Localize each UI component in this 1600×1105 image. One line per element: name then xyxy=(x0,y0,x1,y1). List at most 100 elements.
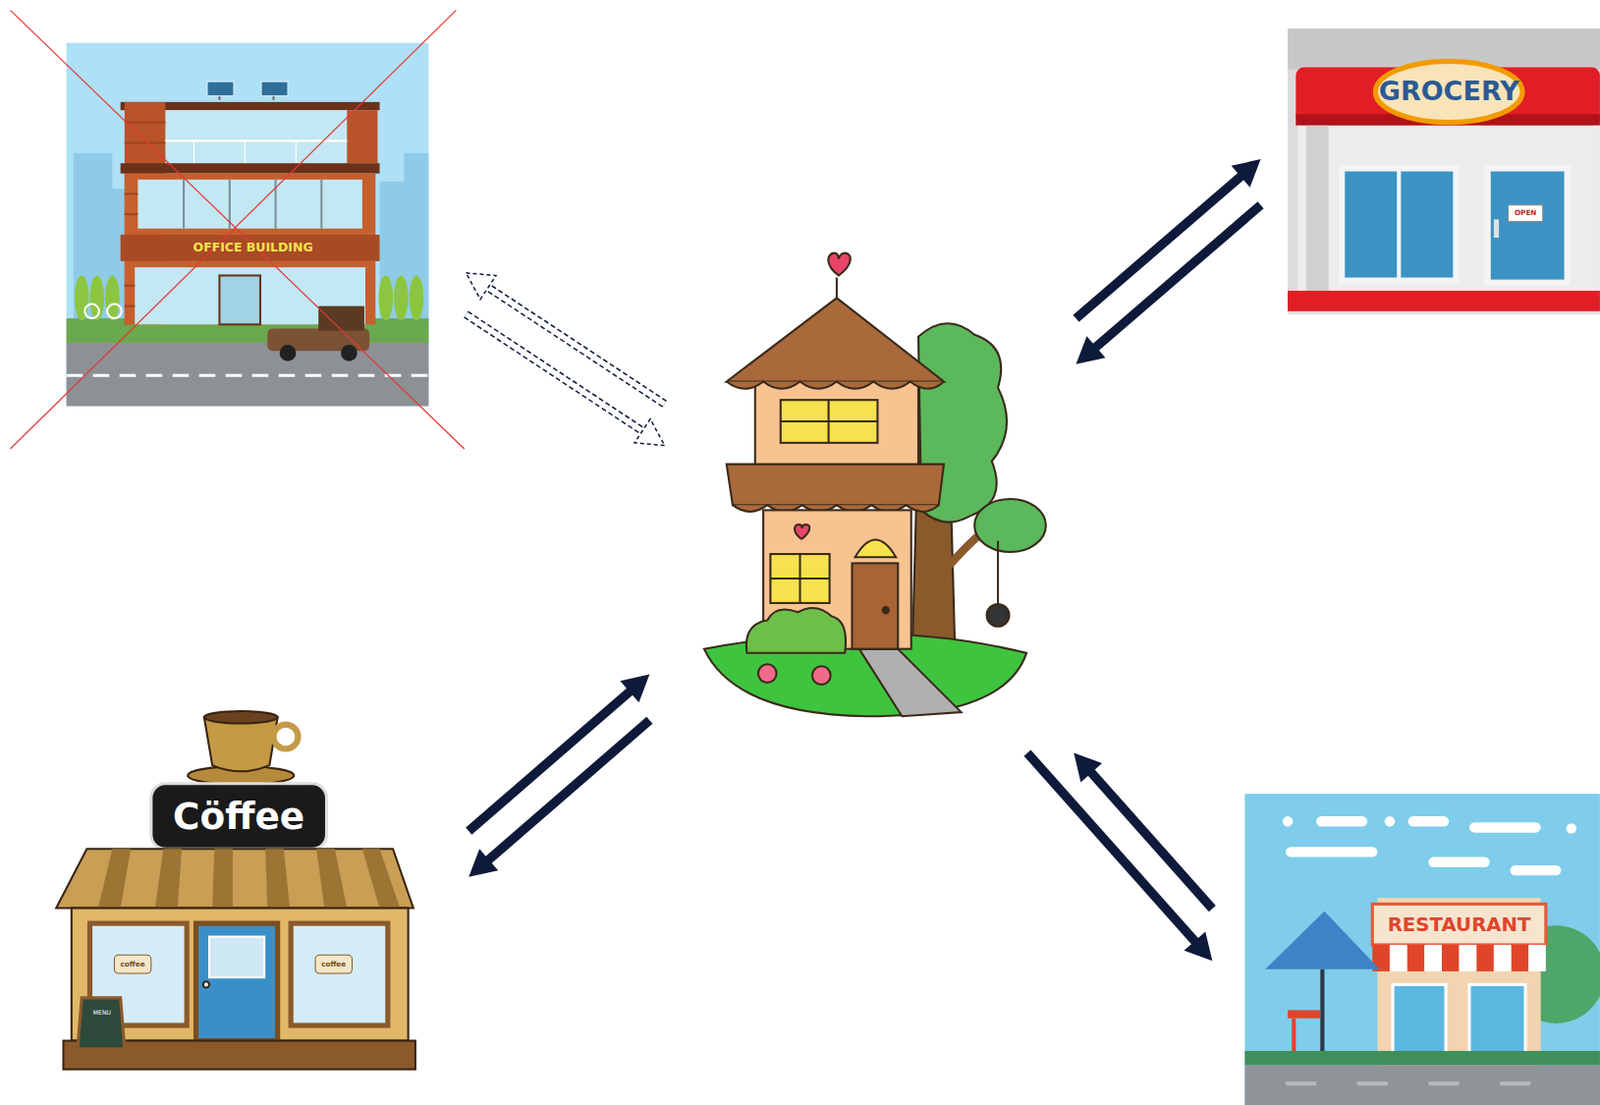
illustration-part xyxy=(409,275,425,321)
sign-text: RESTAURANT xyxy=(1387,915,1532,936)
flow-arrow xyxy=(1073,753,1213,910)
illustration-part xyxy=(1428,857,1490,868)
house-node xyxy=(702,236,1049,717)
flow-arrow xyxy=(468,674,650,832)
illustration-part xyxy=(794,524,810,540)
illustration-part xyxy=(183,179,322,229)
illustration-part xyxy=(124,284,135,287)
coffee-shop-illustration xyxy=(55,711,416,1070)
illustration-part xyxy=(318,306,365,332)
illustration-part xyxy=(66,43,430,407)
illustration-part xyxy=(1528,944,1546,972)
illustration-part xyxy=(9,9,456,449)
flow-arrow xyxy=(465,314,664,445)
illustration-part xyxy=(726,297,944,382)
illustration-part xyxy=(1265,911,1380,970)
illustration-part xyxy=(1493,944,1512,972)
illustration-part xyxy=(120,163,381,173)
illustration-part xyxy=(974,498,1047,552)
illustration-part xyxy=(1389,944,1408,972)
arrow-head xyxy=(468,848,498,878)
illustration-part xyxy=(362,848,400,908)
illustration-part xyxy=(1459,944,1478,972)
illustration-part xyxy=(55,848,414,908)
illustration-part xyxy=(74,275,424,321)
arrow-head xyxy=(619,674,650,704)
illustration-part xyxy=(316,848,347,908)
illustration-part xyxy=(1407,944,1426,972)
illustration-part xyxy=(1320,969,1325,1061)
restaurant-node: RESTAURANT xyxy=(1244,793,1600,1105)
illustration-part xyxy=(1392,984,1446,1061)
flow-arrow xyxy=(1076,205,1262,365)
illustration-part xyxy=(151,783,328,849)
cross-out-mark xyxy=(9,9,464,449)
illustration-part xyxy=(758,663,777,683)
illustration-part xyxy=(1424,944,1442,972)
illustration-part xyxy=(165,139,347,142)
illustration-part xyxy=(90,923,188,1026)
grocery-node: GROCERYOPEN xyxy=(1287,28,1600,315)
grocery-illustration xyxy=(1287,28,1600,315)
flow-arrow xyxy=(1076,159,1262,319)
sign-text: GROCERY xyxy=(1379,78,1520,106)
illustration-part xyxy=(209,937,265,979)
office-building-illustration xyxy=(66,43,430,407)
illustration-part xyxy=(726,464,944,506)
illustration-part xyxy=(120,234,381,262)
illustration-part xyxy=(859,649,962,718)
illustration-part xyxy=(1316,816,1368,827)
restaurant-illustration xyxy=(1244,793,1600,1105)
illustration-part xyxy=(827,253,851,276)
arrow-shaft xyxy=(468,688,634,831)
illustration-part xyxy=(1509,865,1561,876)
illustration-part xyxy=(315,954,352,974)
flow-arrow xyxy=(468,719,650,878)
coffee-shop-node: CöffeecoffeecoffeeMENU xyxy=(51,714,417,1072)
arrow-shaft-fill xyxy=(465,314,647,435)
illustration-part xyxy=(124,305,135,308)
arrow-shaft xyxy=(1092,205,1262,351)
illustration-part xyxy=(770,553,829,604)
sign-text: coffee xyxy=(321,960,346,968)
illustration-part xyxy=(1566,823,1577,833)
arrow-head xyxy=(1076,335,1106,365)
arrow-head xyxy=(634,419,665,446)
illustration-part xyxy=(340,344,358,362)
illustration-part xyxy=(1469,984,1526,1061)
illustration-part xyxy=(1306,125,1329,294)
illustration-part xyxy=(9,9,464,449)
illustration-part xyxy=(1476,944,1494,972)
illustration-part xyxy=(1297,125,1600,294)
illustration-part xyxy=(204,717,278,772)
illustration-part xyxy=(996,541,999,605)
illustration-part xyxy=(882,606,889,613)
illustration-part xyxy=(1285,1081,1317,1086)
illustration-part xyxy=(193,140,296,164)
illustration-part xyxy=(137,179,363,229)
illustration-part xyxy=(770,577,829,580)
house-illustration xyxy=(704,253,1047,718)
illustration-part xyxy=(90,275,106,321)
illustration-part xyxy=(393,275,409,321)
arrow-head xyxy=(465,273,497,300)
illustration-part xyxy=(1341,167,1456,280)
arrow-shaft-outline xyxy=(465,314,647,435)
illustration-part xyxy=(265,848,290,908)
illustration-part xyxy=(273,724,298,750)
sign-text: MENU xyxy=(93,1008,112,1015)
sign-text: coffee xyxy=(120,960,146,968)
illustration-part xyxy=(182,179,185,229)
illustration-part xyxy=(855,540,897,558)
illustration-part xyxy=(74,275,90,321)
office-building-node: OFFICE BUILDING xyxy=(66,43,430,407)
illustration-part xyxy=(1384,816,1395,827)
illustration-part xyxy=(196,923,278,1041)
illustration-part xyxy=(1377,897,1541,1066)
illustration-part xyxy=(107,304,122,320)
illustration-part xyxy=(261,81,288,97)
illustration-part xyxy=(193,140,195,164)
illustration-part xyxy=(124,122,166,307)
